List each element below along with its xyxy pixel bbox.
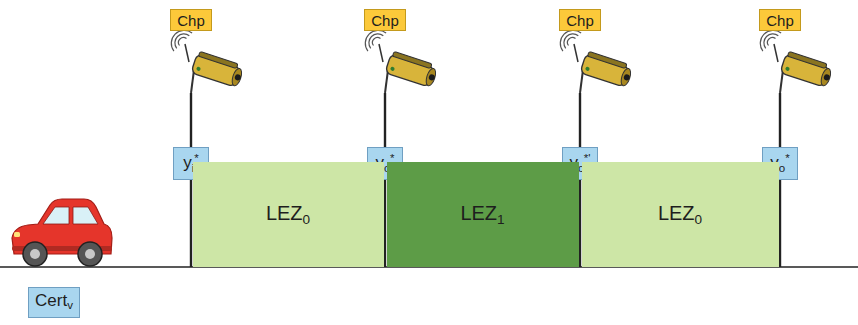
camera-end [619,67,632,87]
camera-stand [385,70,388,93]
chp-label-text: Chp [566,13,594,28]
wifi-arc [764,34,778,48]
camera-shade [392,51,432,68]
car-wheel [78,242,102,266]
camera-icon [191,51,245,88]
camera-led [390,66,395,71]
wifi-arc [171,30,192,51]
camera-shade [198,51,238,68]
wifi-arc [564,34,578,48]
camera-lens [428,74,436,82]
camera-end [230,67,243,87]
certificate-box: Certv [28,287,80,318]
chp-label-text: Chp [371,13,399,28]
camera-end [424,67,437,87]
camera-led [196,66,201,71]
camera-icon [385,51,439,88]
chp-label-text: Chp [766,13,794,28]
car-window [43,207,69,224]
chp-label-text: Chp [177,13,205,28]
car-hub [30,249,40,259]
car-light [14,232,20,237]
lez-zone: LEZ0 [193,162,384,267]
car-wheel [23,242,47,266]
lez-zone-text: LEZ1 [460,203,504,227]
antenna [774,44,778,62]
camera-icon [780,51,834,88]
camera-end [819,67,832,87]
wifi-arc [568,38,576,46]
antenna [574,44,578,62]
certificate-box-text: Certv [35,292,73,312]
chp-label: Chp [759,9,801,31]
camera-led [785,66,790,71]
camera-icon [580,51,634,88]
wifi-arc [768,38,776,46]
camera-stand [780,70,783,93]
pole-line [779,93,781,267]
camera-stand [191,70,194,93]
car-illustration [12,199,112,266]
camera-shade [587,51,627,68]
camera-lens [234,74,242,82]
wifi-arc [365,30,386,51]
chp-label: Chp [364,9,406,31]
lez-zone: LEZ0 [582,162,779,267]
wifi-arc [179,38,187,46]
lez-zone-text: LEZ0 [658,203,702,227]
camera-poles [171,30,833,267]
camera-lens [623,74,631,82]
camera-shade [787,51,827,68]
lez-zone: LEZ1 [387,162,579,267]
car-window [73,207,98,224]
antenna [185,44,189,62]
camera-lens [823,74,831,82]
wifi-arc [760,30,781,51]
car-hub [85,249,95,259]
camera-stand [580,70,583,93]
wifi-arc [369,34,383,48]
wifi-arc [560,30,581,51]
wifi-arc [373,38,381,46]
antenna [379,44,383,62]
lez-zone-text: LEZ0 [266,203,310,227]
wifi-arc [175,34,189,48]
camera-led [585,66,590,71]
chp-label: Chp [559,9,601,31]
chp-label: Chp [170,9,212,31]
